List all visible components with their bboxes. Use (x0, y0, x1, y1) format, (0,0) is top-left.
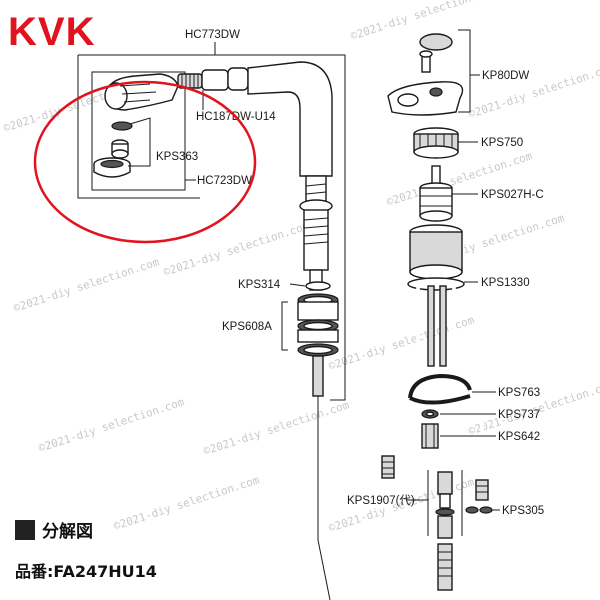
part-spray-head (104, 73, 179, 111)
leader-kps608a-bracket (281, 301, 288, 351)
part-kps305 (465, 506, 493, 514)
part-kps750 (413, 127, 459, 159)
part-kp80dw (387, 33, 464, 116)
part-kps363 (93, 121, 133, 178)
part-kps314 (305, 281, 331, 291)
part-supply-fittings (381, 455, 489, 501)
part-kps608a (297, 293, 339, 357)
watermark-text: ©2021-diy selection.com (162, 219, 311, 279)
brand-logo: KVK (8, 10, 95, 54)
part-spout (247, 61, 333, 213)
frame-kps1907 (427, 470, 463, 536)
leader-kps314 (289, 283, 306, 287)
frame-kp80dw (458, 29, 471, 113)
label-kp80dw: KP80DW (482, 70, 529, 82)
model-number: 品番:FA247HU14 (15, 562, 157, 581)
part-kps763 (408, 373, 472, 405)
highlight-circle (33, 80, 257, 244)
label-kps314: KPS314 (238, 279, 281, 291)
part-supply-pipes (386, 285, 484, 480)
part-hose-tube (312, 355, 324, 397)
hose-line (317, 356, 331, 600)
label-kps608a: KPS608A (222, 321, 272, 333)
watermark-text: ©2021-diy selection.com (12, 255, 161, 315)
part-spout-shaft (303, 209, 329, 291)
section-square-icon (15, 520, 35, 540)
part-kps642 (421, 423, 439, 449)
label-kps027h: KPS027H-C (481, 189, 544, 201)
label-kps1907: KPS1907(代) (347, 494, 415, 507)
label-kps737: KPS737 (498, 409, 540, 421)
frame-hc773dw-left (77, 55, 200, 199)
label-hc723dw: HC723DW (197, 175, 252, 187)
watermark-text: ©2021-diy selection.com (37, 395, 186, 455)
part-hc187dw (177, 67, 249, 91)
frame-hc723dw (91, 71, 186, 191)
label-kps305: KPS305 (502, 505, 544, 517)
watermark-text: ©2021-diy selection.com (112, 473, 261, 533)
label-kps642: KPS642 (498, 431, 540, 443)
part-kps1330 (407, 224, 465, 291)
label-kps763: KPS763 (498, 387, 540, 399)
label-kps363: KPS363 (156, 151, 198, 163)
label-hc773dw: HC773DW (185, 29, 240, 41)
label-kps750: KPS750 (481, 137, 523, 149)
label-kps1330: KPS1330 (481, 277, 530, 289)
part-kps737 (421, 409, 439, 419)
frame-hc773dw (78, 54, 346, 401)
part-kps027h (419, 165, 453, 222)
part-kps1907 (435, 471, 455, 591)
watermark-text: ©2021-diy selection.com (202, 398, 351, 458)
leader-kps363-bracket (128, 117, 151, 167)
section-title: 分解図 (42, 521, 93, 542)
